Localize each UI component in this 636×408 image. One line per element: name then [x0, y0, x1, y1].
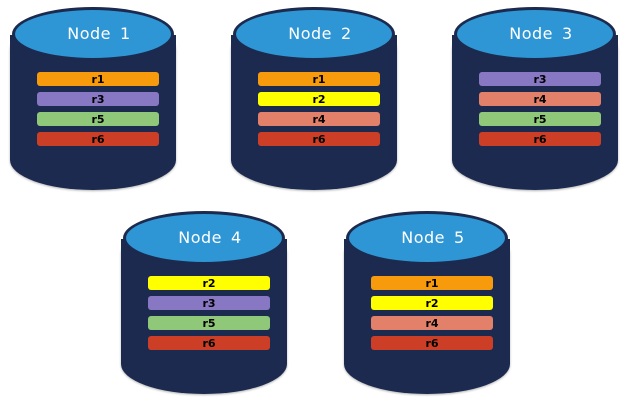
node-title-number-2: 2: [341, 23, 352, 43]
replica-bar[interactable]: r3: [148, 296, 270, 310]
node-title-word-1: Node: [67, 23, 112, 43]
replica-bar[interactable]: r6: [258, 132, 380, 146]
node-title-4: Node 4: [178, 228, 241, 247]
node-title-5: Node 5: [401, 228, 464, 247]
replica-bar[interactable]: r5: [37, 112, 159, 126]
node-title-word-2: Node: [288, 23, 333, 43]
node-top-ellipse-3: Node 3: [454, 7, 616, 61]
node-title-3: Node 3: [509, 24, 572, 43]
replica-list-4: r2 r3 r5 r6: [148, 276, 270, 350]
node-top-ellipse-1: Node 1: [12, 7, 174, 61]
node-top-ellipse-5: Node 5: [346, 211, 508, 265]
node-cylinder-1[interactable]: Node 1 r1 r3 r5 r6: [10, 5, 176, 190]
replica-bar[interactable]: r2: [371, 296, 493, 310]
replica-bar[interactable]: r3: [37, 92, 159, 106]
node-cylinder-2[interactable]: Node 2 r1 r2 r4 r6: [231, 5, 397, 190]
replica-bar[interactable]: r6: [479, 132, 601, 146]
node-title-number-3: 3: [562, 23, 573, 43]
node-cylinder-5[interactable]: Node 5 r1 r2 r4 r6: [344, 209, 510, 394]
node-top-ellipse-2: Node 2: [233, 7, 395, 61]
node-title-number-4: 4: [231, 227, 242, 247]
node-title-word-4: Node: [178, 227, 223, 247]
replica-bar[interactable]: r1: [371, 276, 493, 290]
node-title-number-1: 1: [120, 23, 131, 43]
replica-bar[interactable]: r2: [258, 92, 380, 106]
node-cylinder-4[interactable]: Node 4 r2 r3 r5 r6: [121, 209, 287, 394]
replica-bar[interactable]: r1: [258, 72, 380, 86]
replica-list-3: r3 r4 r5 r6: [479, 72, 601, 146]
replica-list-5: r1 r2 r4 r6: [371, 276, 493, 350]
node-cylinder-3[interactable]: Node 3 r3 r4 r5 r6: [452, 5, 618, 190]
replica-bar[interactable]: r2: [148, 276, 270, 290]
node-top-ellipse-4: Node 4: [123, 211, 285, 265]
node-title-2: Node 2: [288, 24, 351, 43]
replica-list-2: r1 r2 r4 r6: [258, 72, 380, 146]
replica-bar[interactable]: r6: [148, 336, 270, 350]
replica-bar[interactable]: r4: [479, 92, 601, 106]
replica-bar[interactable]: r6: [37, 132, 159, 146]
replica-bar[interactable]: r4: [258, 112, 380, 126]
node-title-1: Node 1: [67, 24, 130, 43]
replica-list-1: r1 r3 r5 r6: [37, 72, 159, 146]
replica-bar[interactable]: r5: [479, 112, 601, 126]
replica-bar[interactable]: r4: [371, 316, 493, 330]
node-title-word-3: Node: [509, 23, 554, 43]
node-title-word-5: Node: [401, 227, 446, 247]
replica-bar[interactable]: r6: [371, 336, 493, 350]
replica-bar[interactable]: r1: [37, 72, 159, 86]
node-title-number-5: 5: [454, 227, 465, 247]
replica-bar[interactable]: r5: [148, 316, 270, 330]
replica-bar[interactable]: r3: [479, 72, 601, 86]
